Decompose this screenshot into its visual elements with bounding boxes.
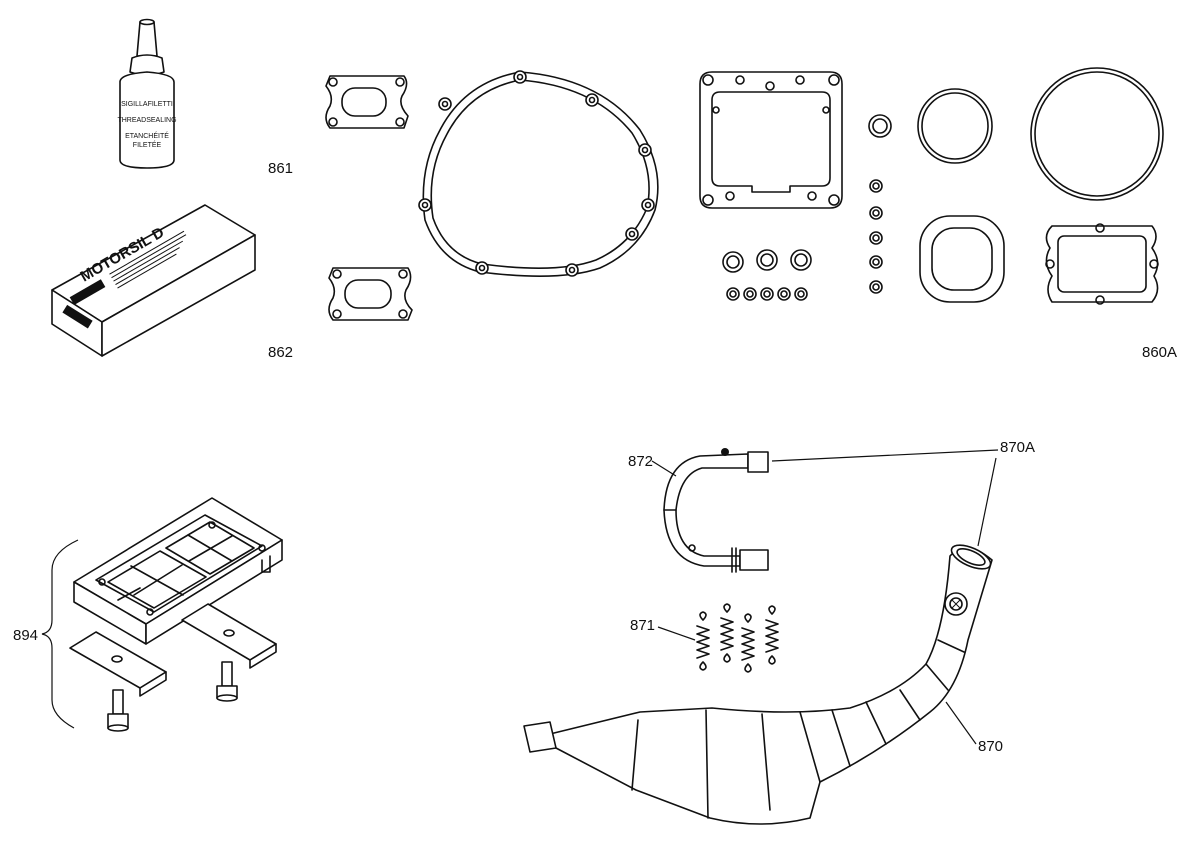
o-rings-column	[868, 114, 892, 294]
spring-1	[696, 611, 710, 671]
cylinder-base-gasket	[699, 71, 843, 209]
o-ring-medium	[917, 88, 993, 164]
o-rings-small-row	[726, 287, 808, 301]
spring-2	[720, 603, 734, 663]
callout-894: 894	[13, 627, 38, 644]
clutch-cover-gasket	[418, 70, 659, 277]
bottle-label-line-1: SIGILLAFILETTI	[121, 101, 173, 108]
gasket-set	[325, 67, 1164, 321]
bracket-894	[41, 539, 79, 729]
reed-clamp-right	[181, 603, 277, 669]
callout-872: 872	[628, 453, 653, 470]
exhaust-pipe	[523, 544, 993, 825]
threadsealing-bottle: SIGILLAFILETTI THREADSEALING ETANCHÉITÉ …	[117, 18, 177, 169]
socket-bolt-right	[216, 661, 238, 702]
bottle-label-line-3: ETANCHÉITÉ	[125, 131, 169, 140]
square-seal	[919, 215, 1005, 303]
callout-862: 862	[268, 344, 293, 361]
motorsil-package: MOTORSIL D	[51, 204, 256, 357]
flange-gasket-top	[325, 75, 409, 129]
bottle-label-line-4: FILETÉE	[133, 140, 162, 149]
reed-valve-block	[73, 497, 283, 645]
reed-clamp-left	[69, 631, 167, 697]
exhaust-elbow	[663, 448, 769, 573]
callout-870A: 870A	[1000, 439, 1035, 456]
o-ring-large	[1030, 67, 1164, 201]
callout-870: 870	[978, 738, 1003, 755]
spring-3	[741, 613, 755, 673]
bottle-label-line-2: THREADSEALING	[117, 117, 176, 124]
callout-861: 861	[268, 160, 293, 177]
callout-871: 871	[630, 617, 655, 634]
socket-bolt-left	[107, 689, 129, 732]
reed-block-gasket	[1045, 223, 1159, 305]
spring-4	[765, 605, 779, 665]
callout-860A: 860A	[1142, 344, 1177, 361]
flange-gasket-bottom	[328, 267, 413, 321]
exhaust-springs	[696, 603, 779, 673]
o-rings-large-row	[722, 249, 812, 273]
